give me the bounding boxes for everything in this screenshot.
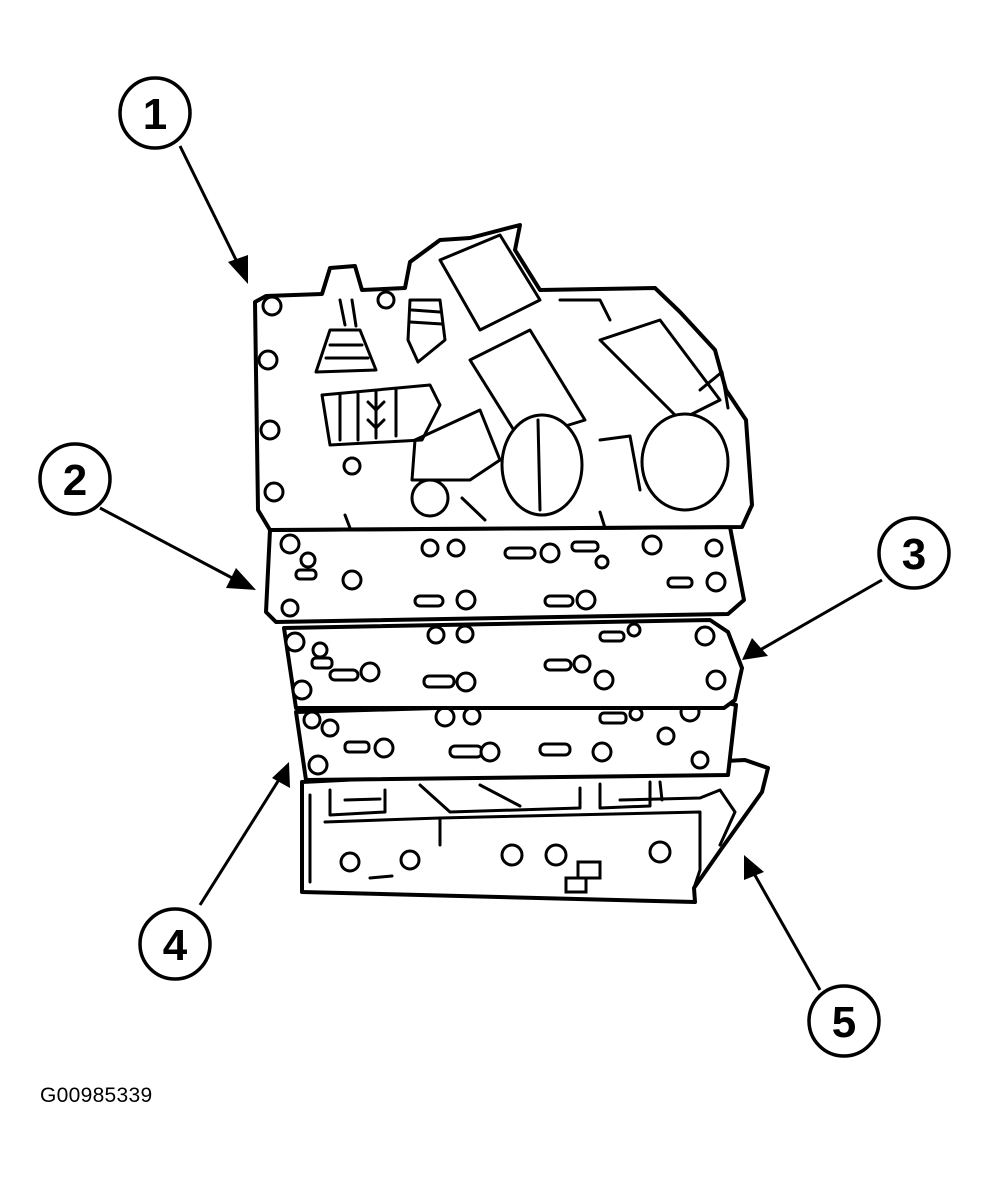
arrowhead-3: [742, 638, 768, 660]
leader-line-3: [759, 578, 883, 652]
callout-label-3: 3: [902, 530, 926, 579]
callout-4: 4: [138, 907, 212, 981]
lower-valve-body: [300, 758, 770, 904]
leader-line-4: [198, 777, 282, 906]
leader-line-2: [99, 506, 237, 582]
middle-plate: [282, 618, 744, 710]
callout-label-4: 4: [163, 921, 188, 970]
callout-5: 5: [807, 984, 881, 1058]
callout-label-5: 5: [832, 998, 856, 1047]
upper-separator-plate: [264, 525, 746, 624]
leader-line-5: [750, 869, 822, 991]
leader-lines: [99, 145, 883, 991]
arrowhead-4: [272, 762, 290, 788]
figure-id: G00985339: [40, 1084, 153, 1107]
callout-3: 3: [877, 516, 951, 590]
callout-label-1: 1: [143, 90, 167, 139]
arrowhead-5: [744, 855, 764, 880]
arrowhead-2: [226, 568, 256, 590]
arrowhead-1: [228, 255, 248, 284]
lower-separator-plate: [294, 698, 738, 782]
upper-valve-body: [253, 223, 754, 532]
callout-label-2: 2: [63, 456, 87, 505]
callout-1: 1: [118, 76, 192, 150]
callout-2: 2: [38, 442, 112, 516]
leader-line-1: [178, 145, 242, 269]
